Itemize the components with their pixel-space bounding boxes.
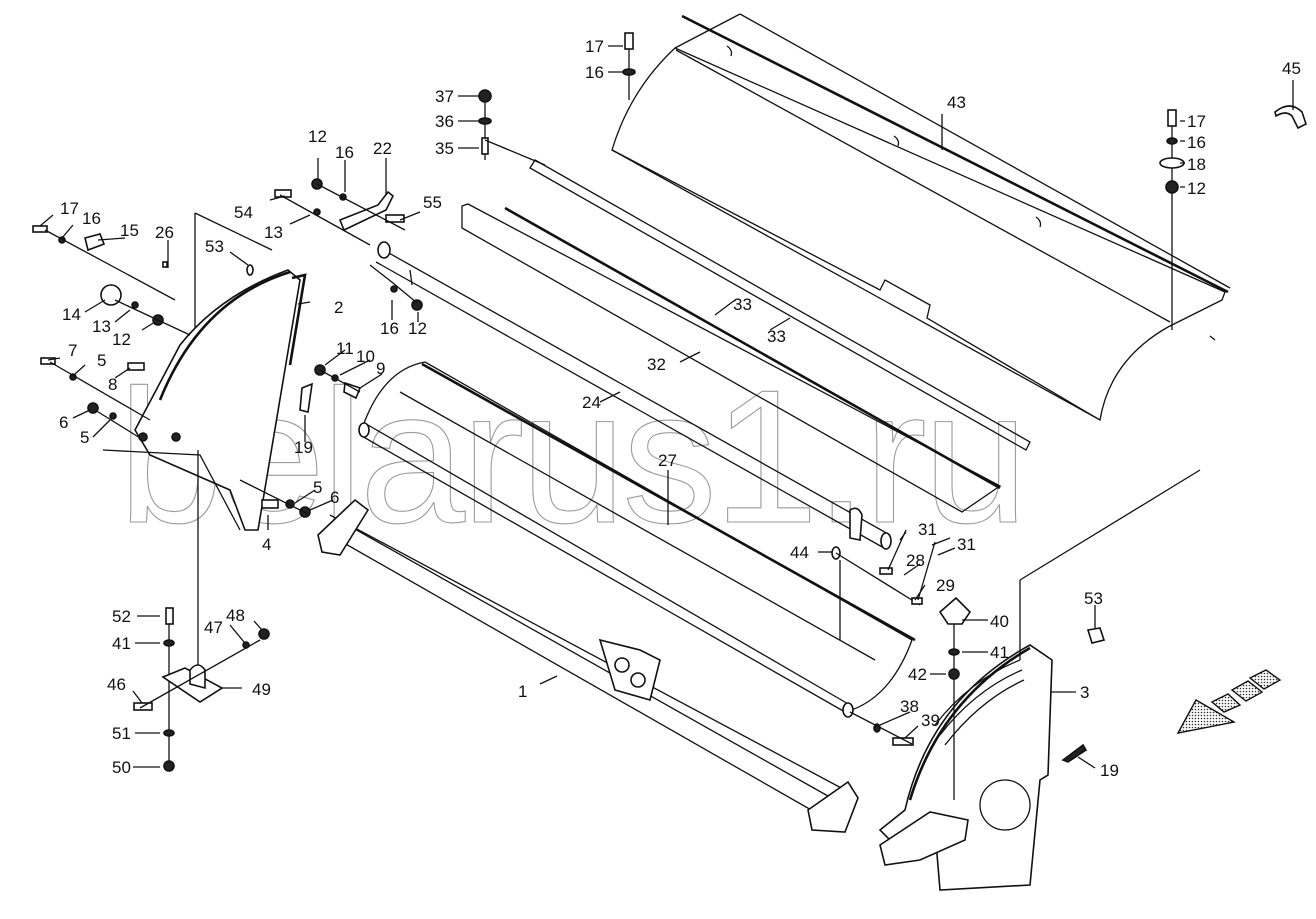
callout-47: 47 [204, 618, 223, 637]
callout-49: 49 [252, 680, 271, 699]
callout-38: 38 [900, 697, 919, 716]
callout-24: 24 [582, 393, 601, 412]
callout-8: 8 [108, 375, 117, 394]
part-1-frame-beam [317, 498, 859, 833]
part-45-clip [1274, 80, 1307, 130]
pins-28-29-31-44 [831, 507, 936, 640]
callout-17: 17 [585, 37, 604, 56]
callout-12: 12 [308, 127, 327, 146]
callout-16: 16 [380, 319, 399, 338]
callout-16: 16 [335, 143, 354, 162]
callout-27: 27 [658, 451, 677, 470]
fastener-stack-40-42 [938, 596, 972, 800]
callout-46: 46 [107, 675, 126, 694]
callout-10: 10 [356, 347, 375, 366]
callout-29: 29 [936, 576, 955, 595]
callout-31: 31 [957, 535, 976, 554]
part-27-cylinder [358, 361, 916, 718]
leader-lines [39, 45, 1216, 769]
callout-11: 11 [336, 339, 354, 358]
callout-4: 4 [262, 535, 271, 554]
callout-19: 19 [1100, 761, 1119, 780]
callout-53: 53 [1084, 589, 1103, 608]
callout-44: 44 [790, 543, 809, 562]
callout-5: 5 [313, 478, 322, 497]
fastener-stack-right [1159, 109, 1185, 330]
callout-15: 15 [120, 221, 139, 240]
fasteners-38-39 [849, 711, 914, 746]
callout-labels: 43 45 17 16 18 12 17 16 37 36 35 12 16 2… [59, 37, 1301, 780]
callout-17: 17 [60, 199, 79, 218]
callout-41: 41 [112, 634, 131, 653]
part-22-link [274, 178, 423, 311]
callout-7: 7 [68, 341, 77, 360]
callout-5: 5 [97, 351, 106, 370]
callout-53: 53 [205, 237, 224, 256]
callout-42: 42 [908, 665, 927, 684]
callout-14: 14 [62, 305, 81, 324]
callout-33: 33 [767, 327, 786, 346]
callout-16: 16 [1187, 133, 1206, 152]
callout-28: 28 [906, 551, 925, 570]
callout-1: 1 [518, 682, 527, 701]
callout-36: 36 [435, 112, 454, 131]
part-19-clip-right [1061, 743, 1088, 763]
callout-18: 18 [1187, 155, 1206, 174]
callout-52: 52 [112, 607, 131, 626]
callout-6: 6 [330, 488, 339, 507]
callout-26: 26 [155, 223, 174, 242]
callout-37: 37 [435, 87, 454, 106]
part-3-right-side-plate [878, 469, 1201, 891]
callout-13: 13 [92, 317, 111, 336]
callout-22: 22 [373, 139, 392, 158]
callout-12: 12 [408, 319, 427, 338]
callout-31: 31 [918, 520, 937, 539]
callout-9: 9 [376, 359, 385, 378]
callout-50: 50 [112, 758, 131, 777]
callout-17: 17 [1187, 112, 1206, 131]
fastener-stack-35-37 [478, 89, 546, 166]
callout-41: 41 [990, 643, 1009, 662]
part-2-left-side-plate [102, 212, 307, 531]
callout-2: 2 [334, 298, 343, 317]
callout-45: 45 [1282, 59, 1301, 78]
callout-16: 16 [82, 209, 101, 228]
left-fasteners [32, 225, 362, 518]
part-33-strips [461, 159, 1031, 513]
part-53-plug-right [1086, 627, 1106, 644]
callout-19: 19 [294, 438, 313, 457]
callout-43: 43 [947, 93, 966, 112]
callout-35: 35 [435, 139, 454, 158]
callout-5: 5 [80, 428, 89, 447]
callout-12: 12 [112, 330, 131, 349]
callout-12: 12 [1187, 179, 1206, 198]
callout-40: 40 [990, 612, 1009, 631]
travel-direction-arrow-icon [1176, 669, 1282, 734]
callout-51: 51 [112, 724, 131, 743]
callout-54: 54 [234, 203, 253, 222]
callout-48: 48 [226, 606, 245, 625]
callout-32: 32 [647, 355, 666, 374]
part-24-shaft [375, 241, 892, 550]
callout-13: 13 [264, 223, 283, 242]
callout-3: 3 [1080, 683, 1089, 702]
callout-39: 39 [921, 711, 940, 730]
part-43-top-cover [611, 13, 1231, 422]
callout-16: 16 [585, 63, 604, 82]
fastener-stack-cover-left [622, 32, 636, 100]
part-49-bracket [133, 450, 270, 772]
callout-55: 55 [423, 193, 442, 212]
callout-33: 33 [733, 295, 752, 314]
callout-6: 6 [59, 413, 68, 432]
